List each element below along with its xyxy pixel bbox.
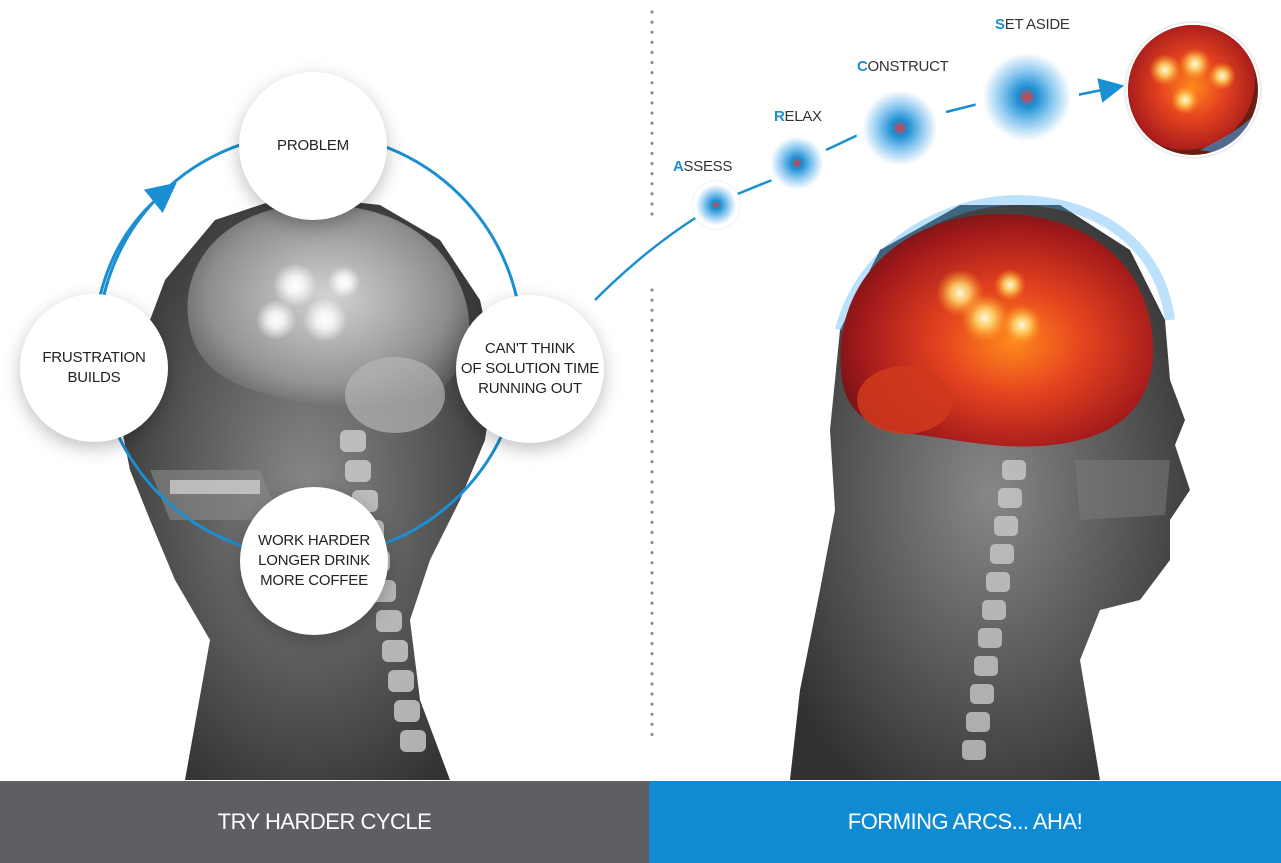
step-circle-set-aside (975, 45, 1079, 149)
node-cant-think-line-2: OF SOLUTION TIME (461, 359, 599, 379)
step-label-set-aside: SET ASIDE (995, 16, 1070, 33)
aha-thumbnail (1115, 10, 1265, 162)
step-initial-relax: R (774, 108, 785, 125)
node-cant-think-line-1: CAN'T THINK (461, 339, 599, 359)
node-frustration: FRUSTRATION BUILDS (20, 294, 168, 442)
step-circle-construct (856, 84, 944, 172)
node-problem-line-1: PROBLEM (277, 136, 349, 156)
step-circle-assess (692, 181, 740, 229)
step-label-assess: ASSESS (673, 158, 732, 175)
step-initial-set-aside: S (995, 16, 1005, 33)
node-frustration-line-1: FRUSTRATION (42, 348, 145, 368)
node-frustration-line-2: BUILDS (42, 368, 145, 388)
left-caption-bar: TRY HARDER CYCLE (0, 781, 649, 863)
step-rest-construct: ONSTRUCT (868, 58, 949, 75)
right-head-illustration (790, 200, 1190, 780)
step-circle-relax (766, 132, 828, 194)
arc-link-2 (826, 135, 858, 150)
node-work-harder-line-3: MORE COFFEE (258, 571, 370, 591)
right-caption: FORMING ARCS... AHA! (848, 809, 1082, 835)
arc-link-1 (735, 180, 772, 195)
arc-arrow-to-aha (1077, 88, 1112, 95)
step-rest-assess: SSESS (684, 158, 733, 175)
node-work-harder: WORK HARDER LONGER DRINK MORE COFFEE (240, 487, 388, 635)
step-initial-construct: C (857, 58, 868, 75)
right-caption-bar: FORMING ARCS... AHA! (649, 781, 1281, 863)
step-initial-assess: A (673, 158, 684, 175)
step-rest-relax: ELAX (785, 108, 822, 125)
step-label-relax: RELAX (774, 108, 822, 125)
arc-link-3 (946, 104, 978, 112)
left-caption: TRY HARDER CYCLE (218, 809, 432, 835)
node-work-harder-line-2: LONGER DRINK (258, 551, 370, 571)
node-cant-think: CAN'T THINK OF SOLUTION TIME RUNNING OUT (456, 295, 604, 443)
node-work-harder-line-1: WORK HARDER (258, 531, 370, 551)
node-problem: PROBLEM (239, 72, 387, 220)
node-cant-think-line-3: RUNNING OUT (461, 379, 599, 399)
step-label-construct: CONSTRUCT (857, 58, 948, 75)
step-rest-set-aside: ET ASIDE (1005, 16, 1070, 33)
